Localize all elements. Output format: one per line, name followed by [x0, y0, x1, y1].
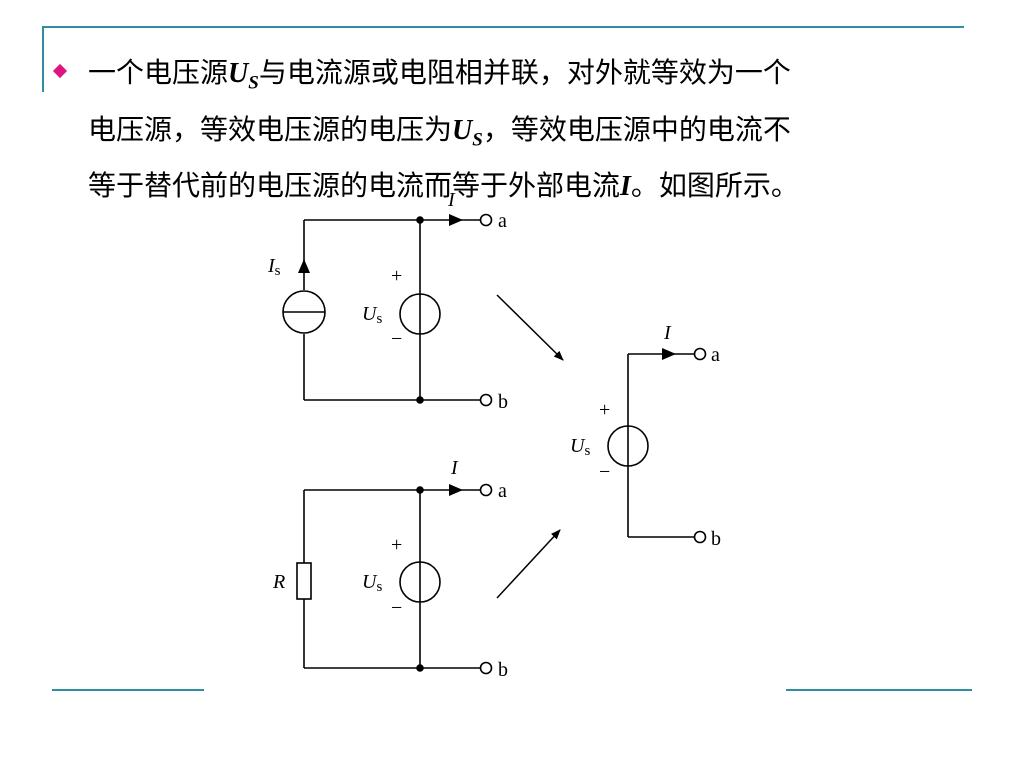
c2-terminal-a-label: a	[498, 480, 507, 502]
c1-plus-label: +	[391, 265, 402, 287]
c3-terminal-b-label: b	[711, 528, 721, 550]
c2-current-label: I	[450, 457, 459, 479]
c1-minus-label: −	[391, 328, 402, 350]
text-line-2: 电压源，等效电压源的电压为US，等效电压源中的电流不	[88, 107, 988, 164]
c1-is-label: Is	[267, 255, 281, 279]
c1-junction-top	[416, 216, 424, 224]
circuit-current-source-parallel	[282, 213, 493, 407]
text-line-1: 一个电压源US与电流源或电阻相并联，对外就等效为一个	[88, 50, 988, 107]
c3-terminal-b-icon	[693, 530, 707, 544]
c1-current-label: I	[447, 189, 456, 211]
c2-junction-bottom	[416, 664, 424, 672]
c3-us-label: Us	[570, 435, 590, 459]
line3-pre: 等于替代前的电压源的电流而等于外部电流	[88, 169, 621, 203]
c2-us-label: Us	[362, 571, 382, 595]
c2-plus-label: +	[391, 534, 402, 556]
c2-minus-label: −	[391, 597, 402, 619]
c1-terminal-b-icon	[479, 393, 493, 407]
c1-is-sub: s	[275, 263, 281, 279]
line3-post: 。如图所示。	[630, 169, 799, 203]
c2-terminal-a-icon	[479, 483, 493, 497]
c1-current-arrow-icon	[449, 214, 463, 226]
c2-r-label: R	[272, 571, 285, 593]
c3-current-label: I	[663, 322, 672, 344]
line2-var: U	[452, 114, 473, 146]
text-line-3: 等于替代前的电压源的电流而等于外部电流I。如图所示。	[88, 163, 988, 210]
c1-terminal-a-label: a	[498, 210, 507, 232]
line1-var: U	[228, 58, 249, 89]
bottom-right-rule	[786, 689, 972, 691]
line2-post: ，等效电压源中的电流不	[482, 112, 791, 146]
c1-us-label: Us	[362, 303, 382, 327]
line3-var: I	[620, 171, 631, 203]
c2-current-arrow-icon	[449, 484, 463, 496]
line1-post: 与电流源或电阻相并联，对外就等效为一个	[258, 56, 791, 89]
circuit-equivalent	[607, 347, 707, 544]
c2-terminal-b-icon	[479, 661, 493, 675]
bottom-left-rule	[52, 689, 204, 691]
transform-arrow-up-icon	[496, 529, 561, 599]
line2-pre: 电压源，等效电压源的电压为	[88, 112, 453, 146]
circuit-2-labels: I a b R Us + −	[272, 457, 508, 681]
c1-is-var: I	[267, 255, 276, 277]
c1-us-var: U	[362, 303, 378, 325]
top-left-vertical-rule	[42, 26, 44, 92]
c3-plus-label: +	[599, 399, 610, 421]
c2-us-sub: s	[376, 579, 382, 595]
c2-junction-top	[416, 486, 424, 494]
circuit-1-labels: I a b Is Us + −	[267, 189, 508, 413]
transform-arrow-down-icon	[496, 294, 564, 361]
c1-junction-bottom	[416, 396, 424, 404]
top-horizontal-rule	[42, 26, 964, 28]
c3-minus-label: −	[599, 461, 610, 483]
line1-pre: 一个电压源	[88, 56, 229, 89]
c1-terminal-a-icon	[479, 213, 493, 227]
circuit-3-labels: I a b Us + −	[570, 322, 721, 550]
line1-sub: S	[248, 72, 259, 94]
line2-sub: S	[472, 129, 483, 151]
c3-us-var: U	[570, 435, 586, 457]
c2-resistor-icon	[296, 562, 312, 600]
c1-us-sub: s	[376, 311, 382, 327]
body-text: 一个电压源US与电流源或电阻相并联，对外就等效为一个 电压源，等效电压源的电压为…	[88, 50, 988, 210]
circuit-resistor-parallel	[296, 483, 493, 675]
c1-is-arrow-icon	[298, 259, 310, 273]
c3-terminal-a-icon	[693, 347, 707, 361]
c3-terminal-a-label: a	[711, 344, 720, 366]
c3-current-arrow-icon	[662, 348, 676, 360]
c3-us-sub: s	[584, 443, 590, 459]
c1-terminal-b-label: b	[498, 391, 508, 413]
c2-us-var: U	[362, 571, 378, 593]
c2-terminal-b-label: b	[498, 659, 508, 681]
